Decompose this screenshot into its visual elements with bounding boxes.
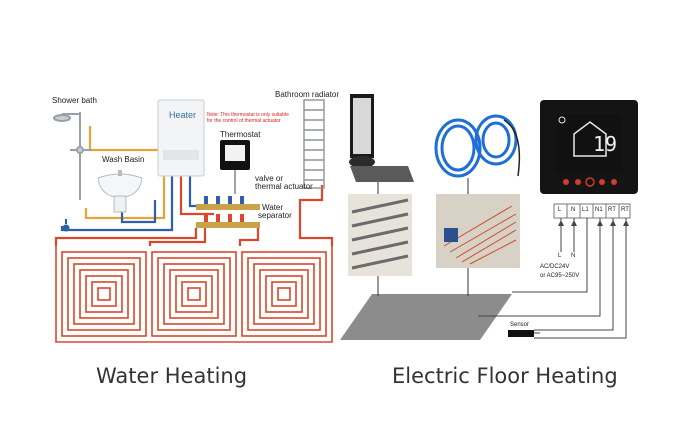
power-spec-line-1: AC/DC24V [540,264,570,270]
inlet-valve [62,219,70,232]
shower-fixture [53,112,92,200]
thermostat-small [220,140,250,194]
heater [157,99,205,177]
wiring [478,218,627,339]
wash-basin-label: Wash Basin [102,155,145,164]
water-heating-caption: Water Heating [96,364,248,388]
power-n-label: N [571,253,576,259]
terminal-arrows [558,220,629,226]
shower-label: Shower bath [52,96,97,105]
radiator-label: Bathroom radiator [275,90,340,99]
cable-floor-photo [436,194,520,268]
heating-cable [434,114,521,178]
terminal-label: N [571,207,576,213]
valve-label-line-2: thermal actuator [255,182,313,191]
terminal-label: L [558,207,562,213]
terminal-label: L1 [582,207,589,213]
water-separator [196,196,260,228]
heating-film [349,94,414,182]
valve-label-line-1: valve or [255,174,284,183]
thermostat-label: Thermostat [220,130,261,139]
wash-basin [97,170,143,213]
note-line-2: for the control of thermal actuator [207,118,281,124]
bathroom-radiator [303,99,325,189]
power-l-label: L [558,253,562,259]
note-line-1: Note: This thermostat is only suitable [207,112,289,118]
terminal-label: N1 [595,207,603,213]
thermostat-display-value: 19 [593,132,618,156]
floor-plate [340,294,512,340]
thermostat-note: Note: This thermostat is only suitable f… [207,112,289,124]
heater-label: Heater [169,110,197,120]
product-links [377,178,469,296]
terminal-label: RT [608,207,616,213]
sensor [508,330,540,337]
separator-label-line-2: separator [258,211,292,220]
terminal-block [553,203,631,219]
terminal-label: RT [621,207,629,213]
thermostat-large [540,100,638,194]
separator-label-line-1: Water [262,203,284,212]
electric-heating-caption: Electric Floor Heating [392,364,618,388]
power-spec-line-2: or AC95~250V [540,273,580,279]
sensor-label: Sensor [510,322,530,328]
floor-coils [61,251,327,337]
film-floor-photo [348,194,412,276]
